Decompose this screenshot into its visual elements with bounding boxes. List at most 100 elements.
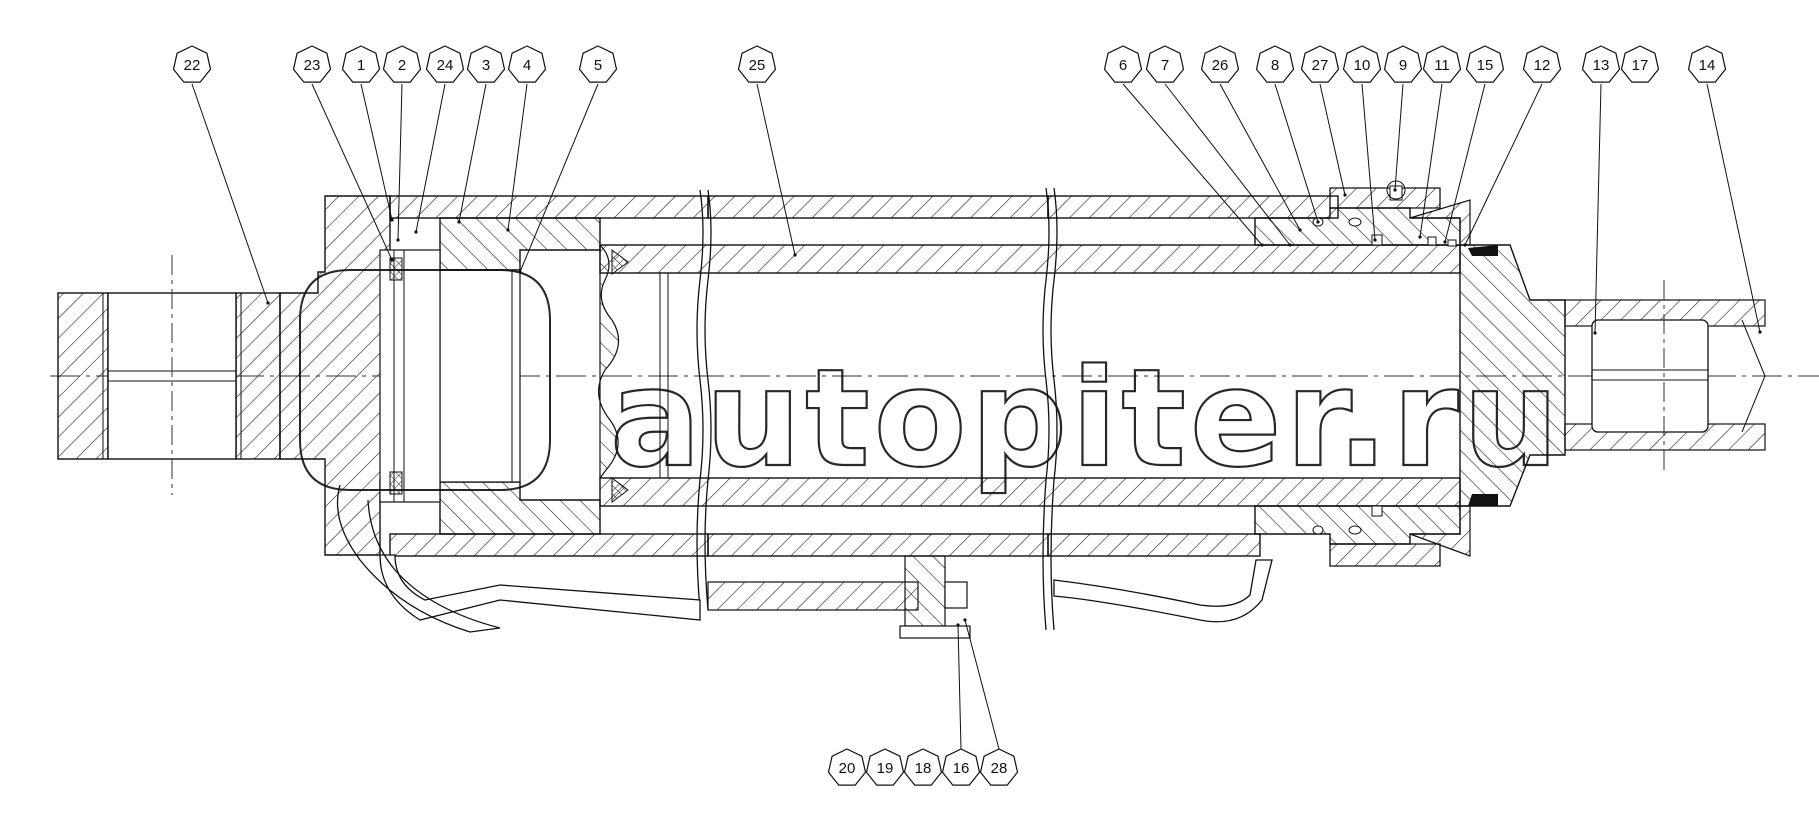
leader-line — [415, 83, 446, 233]
callout-heptagon — [1103, 45, 1143, 83]
callout-heptagon — [425, 45, 465, 83]
callout-10: 10 — [1342, 45, 1382, 242]
callout-heptagon — [1422, 45, 1462, 83]
leader-line — [1164, 83, 1291, 246]
callout-number: 15 — [1477, 57, 1494, 74]
leader-line — [519, 83, 599, 273]
callout-heptagon — [865, 748, 905, 786]
leader-dot — [390, 258, 394, 262]
callout-number: 18 — [915, 760, 932, 777]
rod-end-eye — [1459, 244, 1766, 507]
leader-dot — [1463, 243, 1467, 247]
callout-heptagon — [466, 45, 506, 83]
leader-dot — [1288, 243, 1292, 247]
callout-number: 24 — [437, 57, 454, 74]
callout-17: 17 — [1620, 45, 1660, 83]
cylinder-barrel — [389, 195, 1339, 557]
callout-heptagon — [941, 748, 981, 786]
callout-heptagon — [341, 45, 381, 83]
callout-heptagon — [737, 45, 777, 83]
callout-heptagon — [1200, 45, 1240, 83]
callout-heptagon — [827, 748, 867, 786]
callout-heptagon — [507, 45, 547, 83]
callout-3: 3 — [457, 45, 506, 224]
leader-line — [397, 83, 403, 241]
callout-heptagon — [1620, 45, 1660, 83]
callout-26: 26 — [1200, 45, 1302, 232]
callout-heptagon — [1145, 45, 1185, 83]
callout-number: 10 — [1354, 57, 1371, 74]
callout-11: 11 — [1418, 45, 1462, 239]
callout-8: 8 — [1255, 45, 1320, 224]
leader-line — [756, 83, 796, 256]
leader-dot — [1443, 240, 1447, 244]
leader-line — [1274, 83, 1319, 223]
callout-number: 6 — [1119, 57, 1127, 74]
callout-number: 8 — [1271, 57, 1279, 74]
piston-rod — [598, 243, 1461, 507]
callout-number: 23 — [304, 57, 321, 74]
callout-heptagon — [1687, 45, 1727, 83]
leader-dot — [1393, 188, 1397, 192]
leader-dot — [963, 618, 967, 622]
callout-heptagon — [1465, 45, 1505, 83]
callout-number: 7 — [1161, 57, 1169, 74]
watermark: autopiter.ru — [299, 269, 1563, 498]
callout-4: 4 — [506, 45, 547, 232]
callout-24: 24 — [414, 45, 465, 234]
callout-27: 27 — [1300, 45, 1347, 197]
leader-line — [1219, 83, 1301, 231]
callout-5: 5 — [518, 45, 618, 274]
leader-dot — [266, 301, 270, 305]
leader-dot — [396, 238, 400, 242]
callout-13: 13 — [1581, 45, 1621, 335]
watermark-text: autopiter.ru — [610, 340, 1563, 497]
callout-number: 27 — [1312, 57, 1329, 74]
callout-heptagon — [1581, 45, 1621, 83]
leader-dot — [956, 623, 960, 627]
callout-heptagon — [292, 45, 332, 83]
callout-22: 22 — [172, 45, 270, 305]
callout-heptagon — [382, 45, 422, 83]
callout-heptagon — [172, 45, 212, 83]
leader-dot — [390, 218, 394, 222]
piston — [379, 217, 601, 535]
callout-9: 9 — [1383, 45, 1423, 192]
front-gland — [1254, 180, 1471, 567]
leader-dot — [1418, 235, 1422, 239]
callout-heptagon — [1522, 45, 1562, 83]
callout-number: 20 — [839, 760, 856, 777]
callout-18: 18 — [903, 748, 943, 786]
leader-dot — [1260, 243, 1264, 247]
leader-line — [360, 83, 393, 221]
leader-dot — [1593, 331, 1597, 335]
leader-line — [311, 83, 393, 261]
callout-number: 28 — [991, 760, 1008, 777]
leader-dot — [1343, 193, 1347, 197]
leader-line — [1122, 83, 1263, 246]
callout-number: 11 — [1434, 57, 1450, 74]
break-lines — [696, 187, 1058, 631]
leader-dot — [414, 230, 418, 234]
leader-dot — [457, 220, 461, 224]
leader-line — [1394, 83, 1404, 191]
callout-19: 19 — [865, 748, 905, 786]
rear-head — [279, 195, 391, 556]
leader-line — [191, 83, 269, 304]
callout-heptagon — [1342, 45, 1382, 83]
callout-number: 25 — [749, 57, 766, 74]
callout-number: 19 — [877, 760, 894, 777]
callout-number: 26 — [1212, 57, 1229, 74]
callout-heptagon — [1300, 45, 1340, 83]
leader-dot — [1758, 330, 1762, 334]
callout-number: 22 — [184, 57, 201, 74]
leader-dot — [793, 253, 797, 257]
callout-number: 9 — [1399, 57, 1407, 74]
callout-number: 2 — [398, 57, 406, 74]
callout-number: 17 — [1632, 57, 1649, 74]
leader-dot — [1373, 238, 1377, 242]
leader-dot — [1316, 220, 1320, 224]
leader-line — [1419, 83, 1443, 238]
leader-line — [1706, 83, 1761, 333]
